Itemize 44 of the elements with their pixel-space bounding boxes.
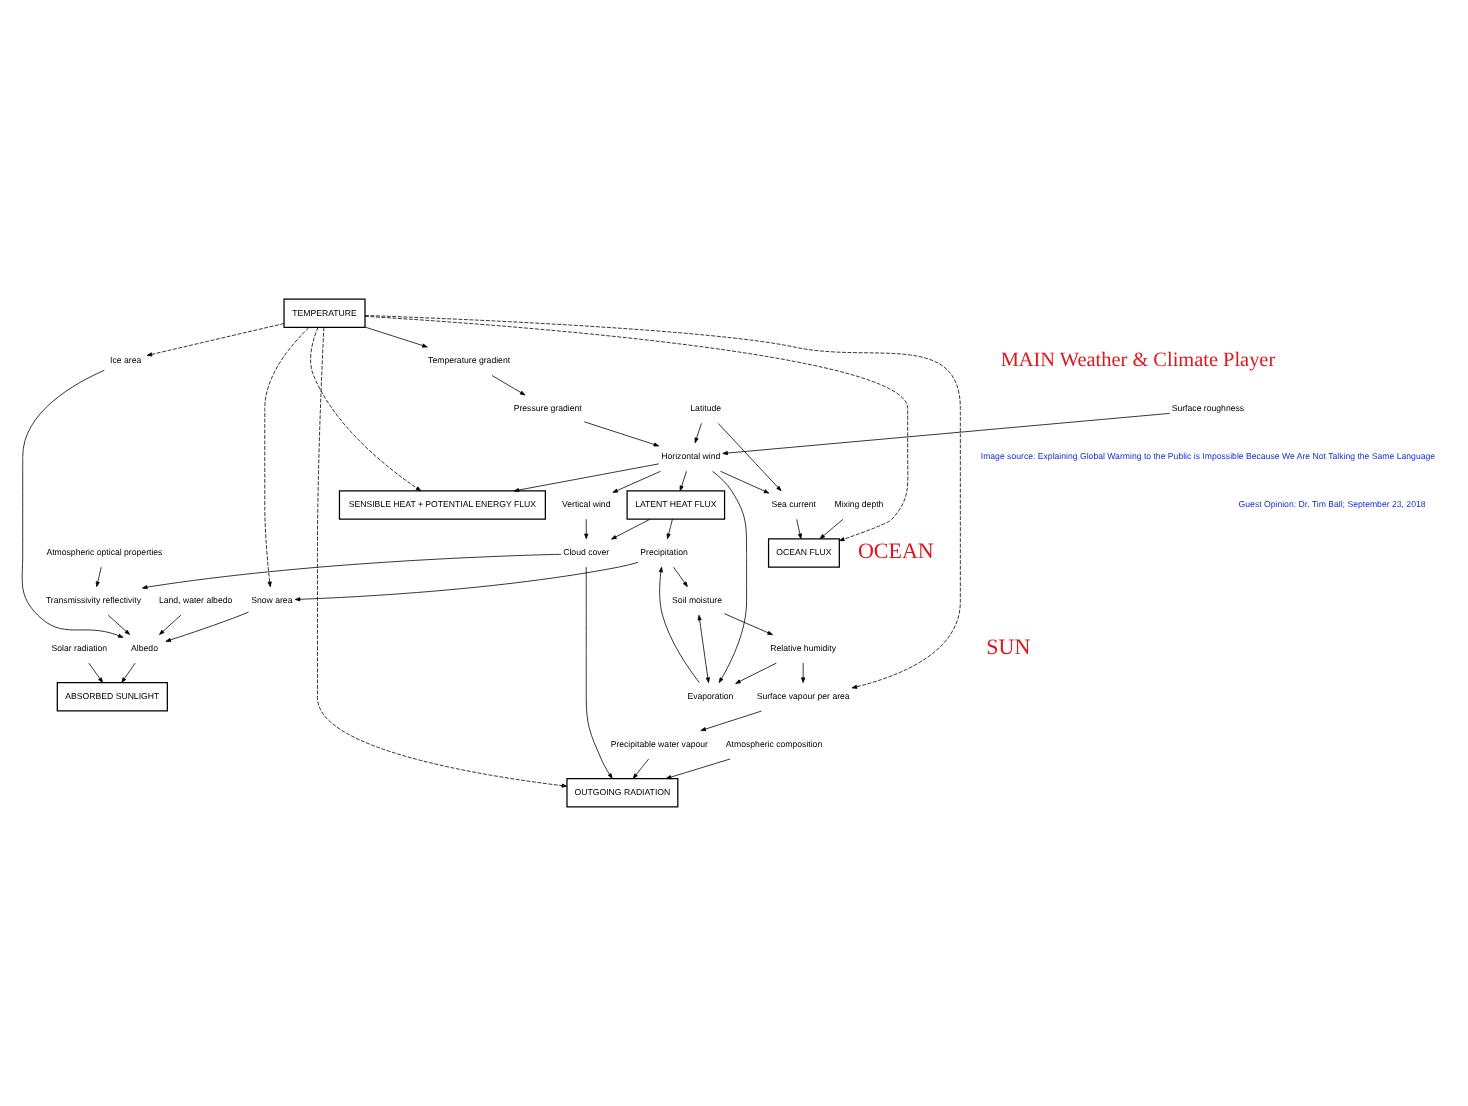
arrow — [146, 323, 285, 357]
arrow — [801, 662, 806, 683]
arrow — [735, 662, 777, 684]
arrow — [819, 518, 844, 540]
arrow — [666, 518, 673, 540]
arrow — [712, 470, 747, 683]
label: OCEAN — [858, 540, 934, 565]
arrow — [364, 315, 961, 689]
arrow — [583, 421, 660, 447]
arrow — [717, 423, 782, 492]
arrow — [21, 369, 124, 638]
arrow — [665, 758, 731, 780]
label: SUN — [986, 636, 1031, 661]
arrow — [264, 327, 310, 588]
arrow — [107, 614, 130, 635]
arrow — [165, 611, 249, 642]
arrow — [294, 561, 639, 602]
arrow — [310, 327, 422, 492]
arrow — [632, 758, 650, 779]
arrow — [364, 315, 909, 542]
label: MAIN Weather & Climate Player — [1000, 350, 1276, 373]
arrow — [159, 614, 182, 635]
arrow — [796, 518, 802, 540]
arrow — [723, 613, 773, 636]
arrow — [673, 566, 688, 587]
arrow — [513, 463, 660, 493]
arrow — [585, 566, 613, 779]
arrow — [722, 413, 1171, 456]
arrow — [679, 470, 687, 492]
arrow — [364, 326, 428, 348]
arrow — [317, 327, 568, 788]
arrow — [491, 375, 526, 396]
arrow — [141, 553, 562, 590]
arrow — [694, 423, 702, 444]
arrow — [720, 470, 770, 494]
arrow — [697, 614, 710, 683]
arrow — [612, 470, 661, 493]
arrow — [584, 518, 589, 540]
arrow — [700, 710, 762, 732]
arrow — [88, 662, 104, 683]
arrow — [611, 518, 651, 540]
arrow — [95, 566, 102, 587]
arrow — [121, 662, 136, 683]
arrow — [658, 566, 700, 683]
